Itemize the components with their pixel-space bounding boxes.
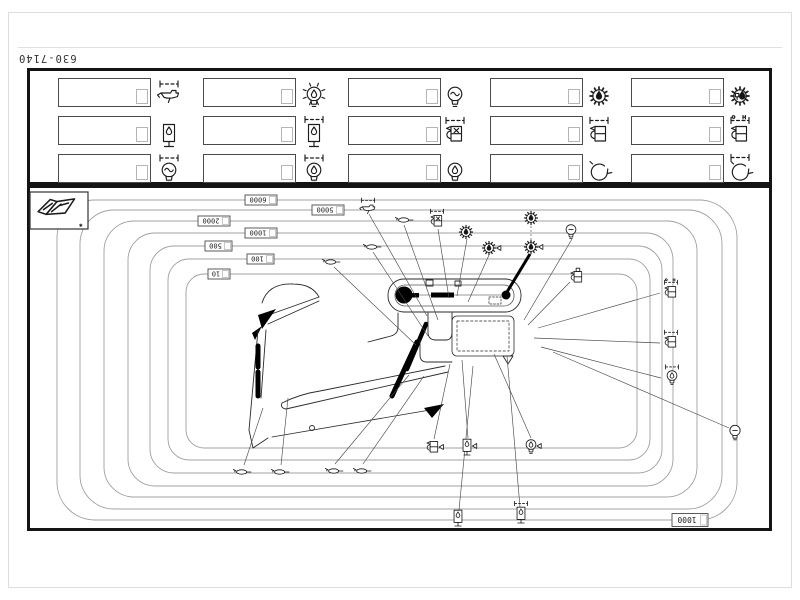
oil-can-icon [353,468,371,473]
jug-dashed-icon [665,330,678,347]
svg-text:1000: 1000 [677,515,696,524]
svg-text:10: 10 [212,269,220,277]
interval-label: 1000 [672,514,708,527]
bulb-plain-icon [730,425,740,440]
machine-drawing [249,279,521,448]
note-marker: ✱ [78,222,83,229]
jug-x-dashed-icon [431,209,444,226]
oil-can-icon [325,468,343,473]
jug-tri-icon [427,442,444,452]
svg-text:1000: 1000 [250,228,267,236]
gear-drop-icon [525,212,538,225]
grease-gun-dashed-icon [360,198,375,213]
oil-can-icon [363,244,381,249]
interval-label: 500 [205,241,232,251]
interval-label: 6000 [245,195,277,205]
jug-cap-icon [571,268,582,282]
bulb-tri-icon [526,440,541,454]
lube-plate-tri-icon [463,439,477,455]
jug-marks-icon [665,279,678,297]
gear-drop-tri-icon [525,241,543,254]
svg-text:6000: 6000 [250,195,267,203]
interval-label: 2000 [198,216,230,226]
interval-loops [57,200,737,520]
bulb-dashed-icon [666,365,679,385]
interval-label: 100 [247,254,274,264]
gear-drop-icon [460,226,473,239]
svg-text:2000: 2000 [203,216,220,224]
interval-label: 10 [208,269,230,279]
oil-can-icon [322,259,340,264]
svg-text:500: 500 [209,241,222,249]
svg-text:5000: 5000 [317,205,334,213]
gear-drop-tri-icon [483,242,501,255]
svg-text:100: 100 [251,254,264,262]
lube-plate-icon [454,510,462,526]
interval-label: 5000 [312,205,344,215]
leader-lines [244,214,729,510]
bulb-plain-icon [566,225,576,239]
interval-label: 1000 [245,228,277,238]
